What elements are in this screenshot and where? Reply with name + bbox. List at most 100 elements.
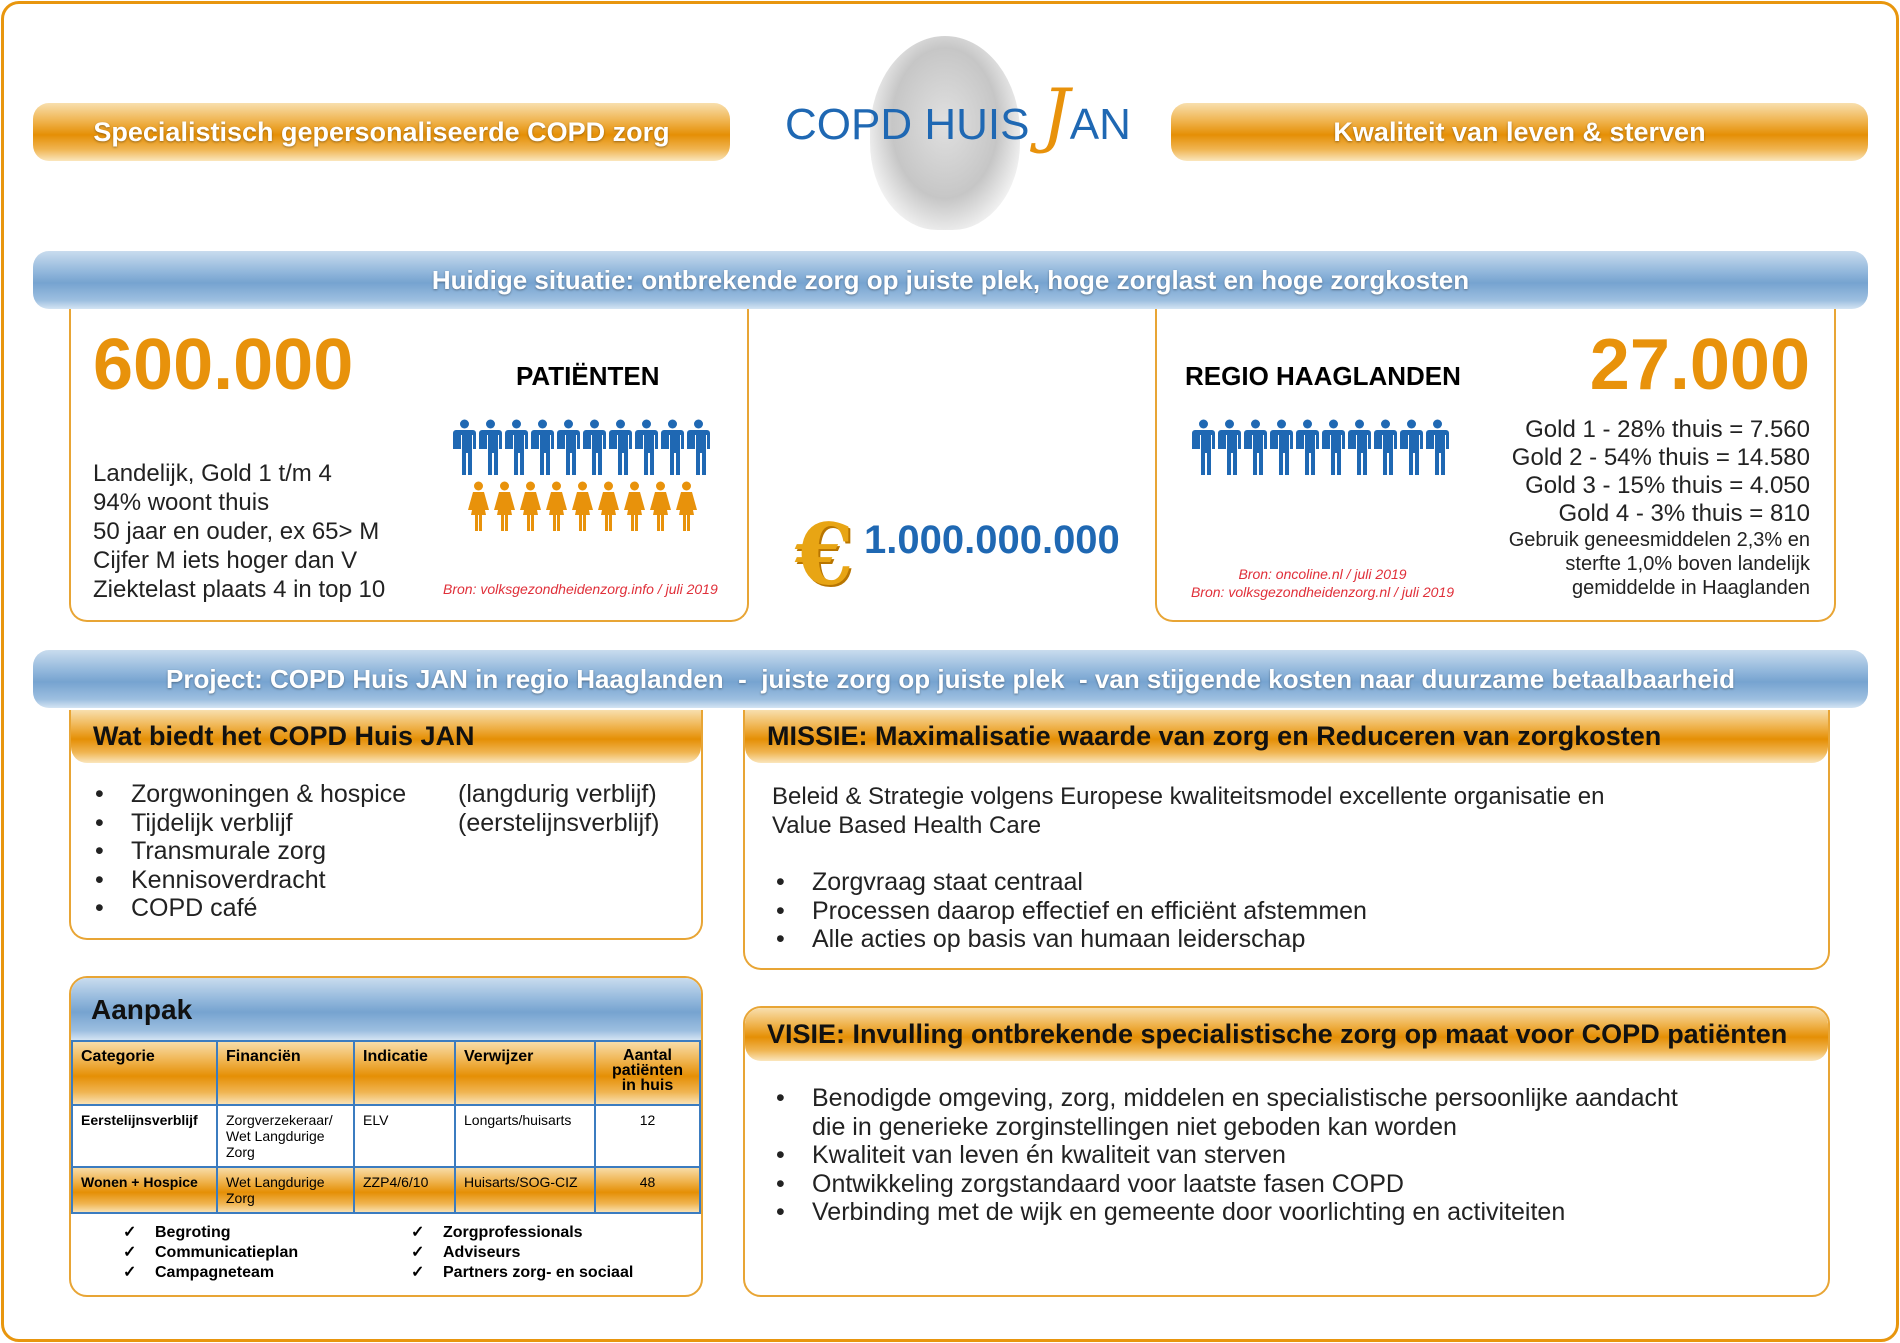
banner-project: Project: COPD Huis JAN in regio Haagland…	[33, 650, 1868, 708]
check-icon: ✓	[123, 1264, 137, 1281]
region-stats-card: REGIO HAAGLANDEN 27.000 Gold 1 - 28% thu…	[1155, 309, 1836, 622]
list-item: Verbinding met de wijk en gemeente door …	[772, 1198, 1678, 1227]
mission-title: MISSIE: Maximalisatie waarde van zorg en…	[745, 710, 1828, 763]
offer-note: (eerstelijnsverblijf)	[458, 808, 660, 837]
table-cell: Wonen + Hospice	[71, 1166, 218, 1214]
male-person-icon	[1296, 419, 1319, 480]
banner-current-situation: Huidige situatie: ontbrekende zorg op ju…	[33, 251, 1868, 309]
check-item: ✓ Campagneteam	[123, 1263, 298, 1283]
mission-intro: Beleid & Strategie volgens Europese kwal…	[772, 782, 1605, 840]
intro-line: Beleid & Strategie volgens Europese kwal…	[772, 783, 1605, 810]
note-line: gemiddelde in Haaglanden	[1572, 577, 1810, 599]
table-cell: ELV	[353, 1104, 456, 1168]
source-notes: Bron: oncoline.nl / juli 2019 Bron: volk…	[1185, 565, 1460, 601]
item-text: Benodigde omgeving, zorg, middelen en sp…	[812, 1084, 1678, 1112]
male-person-icon	[531, 419, 554, 480]
list-item: Zorgwoningen & hospice	[91, 780, 406, 809]
check-label: Begroting	[155, 1224, 231, 1241]
offer-card: Wat biedt het COPD Huis JAN Zorgwoningen…	[69, 710, 703, 940]
source-note: Bron: volksgezondheidenzorg.info / juli …	[443, 581, 718, 597]
check-icon: ✓	[411, 1244, 425, 1261]
male-person-icon	[661, 419, 684, 480]
female-person-icon	[649, 481, 672, 536]
male-person-icon	[453, 419, 476, 480]
intro-line: Value Based Health Care	[772, 812, 1042, 839]
list-item: Transmurale zorg	[91, 837, 406, 866]
list-item: Ontwikkeling zorgstandaard voor laatste …	[772, 1170, 1678, 1199]
portrait-image	[870, 36, 1020, 230]
male-person-icon	[609, 419, 632, 480]
check-item: ✓Communicatieplan	[123, 1243, 298, 1263]
total-cost: 1.000.000.000	[864, 518, 1120, 562]
fact-line: Landelijk, Gold 1 t/m 4	[93, 460, 332, 487]
region-patient-count: 27.000	[1589, 325, 1810, 405]
check-label: Adviseurs	[443, 1244, 521, 1261]
check-item: ✓Zorgprofessionals	[411, 1223, 633, 1243]
table-row: Eerstelijnsverblijf Zorgverzekeraar/ Wet…	[71, 1104, 701, 1168]
logo: COPD HUIS JAN	[785, 80, 1131, 150]
table-cell: Eerstelijnsverblijf	[71, 1104, 218, 1168]
table-cell: Longarts/huisarts	[454, 1104, 596, 1168]
tagline-right: Kwaliteit van leven & sterven	[1171, 103, 1868, 161]
mission-list: Zorgvraag staat centraal Processen daaro…	[772, 868, 1367, 954]
male-person-icon	[1348, 419, 1371, 480]
note-line: sterfte 1,0% boven landelijk	[1565, 553, 1810, 575]
banner-current-situation-text: Huidige situatie: ontbrekende zorg op ju…	[431, 264, 1470, 295]
male-icons	[453, 419, 710, 480]
item-text-cont: die in generieke zorginstellingen niet g…	[812, 1112, 1457, 1141]
table-cell: 48	[594, 1166, 701, 1214]
offer-title: Wat biedt het COPD Huis JAN	[71, 710, 701, 763]
table-cell: Zorgverzekeraar/ Wet Langdurige Zorg	[216, 1104, 355, 1168]
vision-title: VISIE: Invulling ontbrekende specialisti…	[745, 1008, 1828, 1061]
male-icons	[1192, 419, 1449, 480]
list-item: COPD café	[91, 894, 406, 923]
list-item: Kennisoverdracht	[91, 866, 406, 895]
column-header: Aantal patiënten in huis	[594, 1040, 701, 1106]
check-item: ✓Partners zorg- en sociaal	[411, 1263, 633, 1283]
male-person-icon	[557, 419, 580, 480]
check-label: Partners zorg- en sociaal	[443, 1264, 634, 1281]
female-person-icon	[545, 481, 568, 536]
national-facts: Landelijk, Gold 1 t/m 4 94% woont thuis …	[93, 459, 385, 604]
logo-text: COPD HUIS	[785, 100, 1042, 149]
banner-project-text: Project: COPD Huis JAN in regio Haagland…	[165, 663, 1735, 694]
approach-table: Categorie Financiën Indicatie Verwijzer …	[71, 1040, 701, 1214]
list-item: Tijdelijk verblijf	[91, 809, 406, 838]
table-cell: Wet Langdurige Zorg	[216, 1166, 355, 1214]
table-cell: 12	[594, 1104, 701, 1168]
column-header: Verwijzer	[454, 1040, 596, 1106]
column-header: Indicatie	[353, 1040, 456, 1106]
gold-line: Gold 4 - 3% thuis = 810	[1558, 500, 1810, 527]
male-person-icon	[1192, 419, 1215, 480]
check-label: Campagneteam	[155, 1264, 275, 1281]
source-note: Bron: volksgezondheidenzorg.nl / juli 20…	[1190, 584, 1455, 600]
list-item: Zorgvraag staat centraal	[772, 868, 1367, 897]
female-person-icon	[467, 481, 490, 536]
column-header: Financiën	[216, 1040, 355, 1106]
offer-note: (langdurig verblijf)	[458, 780, 657, 808]
source-note: Bron: oncoline.nl / juli 2019	[1238, 566, 1407, 582]
logo-j: J	[1041, 74, 1070, 156]
male-person-icon	[1426, 419, 1449, 480]
list-item: Alle acties op basis van humaan leidersc…	[772, 925, 1367, 954]
check-icon: ✓	[411, 1224, 425, 1241]
female-person-icon	[597, 481, 620, 536]
male-person-icon	[505, 419, 528, 480]
female-person-icon	[675, 481, 698, 536]
vision-card: VISIE: Invulling ontbrekende specialisti…	[743, 1006, 1830, 1297]
patients-label: PATIËNTEN	[516, 361, 660, 391]
checks-right: ✓Zorgprofessionals ✓Adviseurs ✓Partners …	[411, 1223, 633, 1283]
table-header: Categorie Financiën Indicatie Verwijzer …	[71, 1040, 701, 1106]
medication-note: Gebruik geneesmiddelen 2,3% en sterfte 1…	[1509, 528, 1810, 600]
column-header: Categorie	[71, 1040, 218, 1106]
check-item: ✓Begroting	[123, 1223, 298, 1243]
male-person-icon	[583, 419, 606, 480]
national-stats-card: 600.000 PATIËNTEN Landelijk, Gold 1 t/m …	[69, 309, 749, 622]
female-person-icon	[623, 481, 646, 536]
male-person-icon	[1374, 419, 1397, 480]
female-person-icon	[571, 481, 594, 536]
male-person-icon	[635, 419, 658, 480]
check-label: Communicatieplan	[155, 1244, 299, 1261]
gold-breakdown: Gold 1 - 28% thuis = 7.560 Gold 2 - 54% …	[1512, 416, 1810, 528]
tagline-left-text: Specialistisch gepersonaliseerde COPD zo…	[93, 116, 670, 147]
